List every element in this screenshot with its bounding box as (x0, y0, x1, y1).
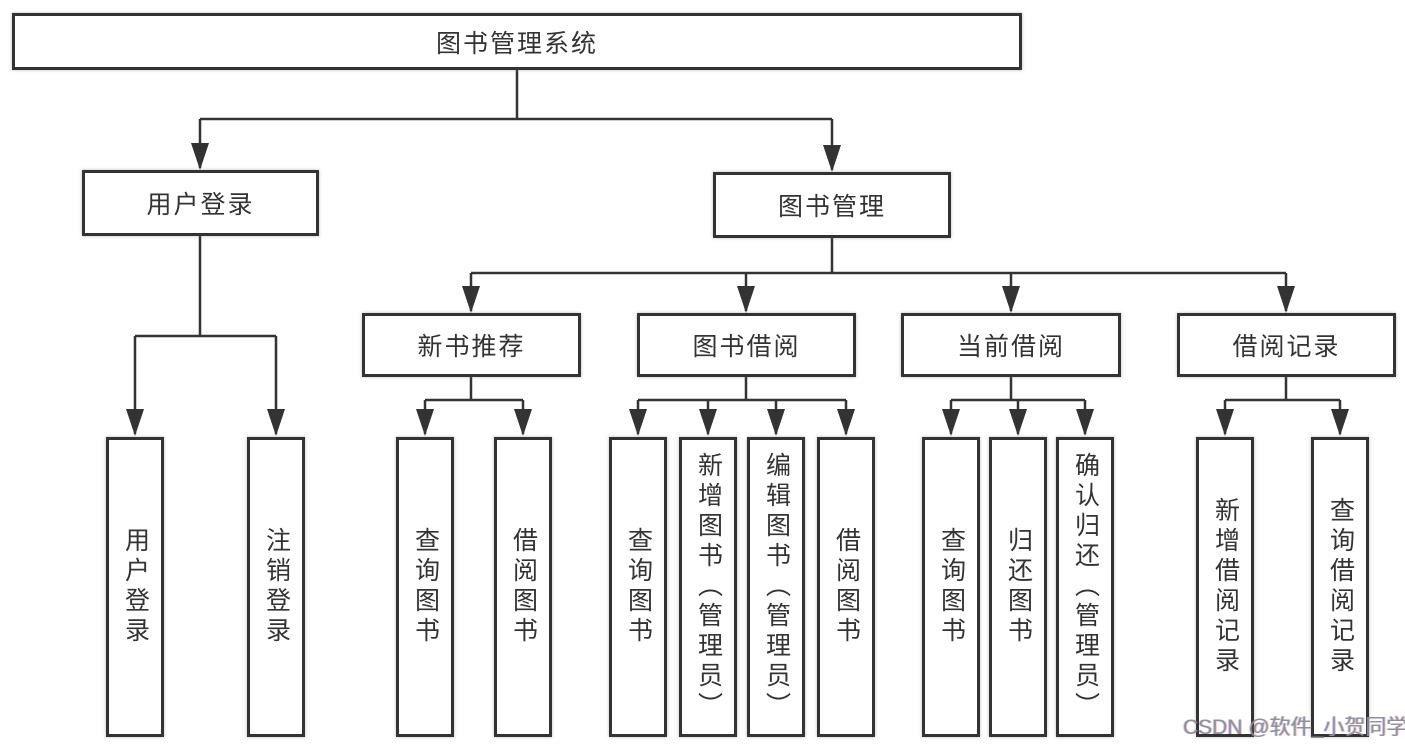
node-label: 图书管理 (777, 193, 886, 221)
node-label: 确认归还（管理员） (1071, 452, 1100, 722)
node-label: 新增图书（管理员） (694, 452, 723, 722)
node-book-borrow: 图书借阅 (637, 313, 856, 377)
leaf-logout: 注销登录 (247, 437, 305, 737)
leaf-borrow-book: 借阅图书 (817, 437, 875, 737)
leaf-add-borrow-record: 新增借阅记录 (1196, 437, 1254, 737)
node-label: 查询图书 (624, 527, 653, 647)
arrowheads (126, 143, 1349, 436)
node-borrow-records: 借阅记录 (1177, 313, 1396, 377)
node-label: 图书借阅 (692, 333, 801, 361)
node-book-management: 图书管理 (713, 172, 951, 238)
leaf-query-book-borrow: 查询图书 (609, 437, 667, 737)
node-label: 新书推荐 (417, 333, 526, 361)
leaf-query-book-current: 查询图书 (922, 437, 980, 737)
leaf-query-book-recommend: 查询图书 (396, 437, 454, 737)
csdn-watermark: CSDN @软件_小贺同学 (1183, 716, 1405, 739)
node-label: 当前借阅 (956, 333, 1065, 361)
node-current-borrow: 当前借阅 (901, 313, 1121, 377)
leaf-query-borrow-record: 查询借阅记录 (1311, 437, 1369, 737)
leaf-borrow-book-recommend: 借阅图书 (494, 437, 552, 737)
leaf-add-book-admin: 新增图书（管理员） (679, 437, 737, 737)
node-label: 查询借阅记录 (1326, 497, 1355, 677)
node-label: 编辑图书（管理员） (762, 452, 791, 722)
node-label: 用户登录 (121, 527, 150, 647)
node-label: 新增借阅记录 (1211, 497, 1240, 677)
node-label: 借阅图书 (509, 527, 538, 647)
node-label: 用户登录 (146, 191, 255, 219)
leaf-edit-book-admin: 编辑图书（管理员） (747, 437, 805, 737)
node-new-book-recommend: 新书推荐 (362, 313, 581, 377)
node-user-login: 用户登录 (82, 170, 319, 236)
node-label: 图书管理系统 (435, 29, 598, 58)
leaf-return-book: 归还图书 (989, 437, 1047, 737)
node-label: 查询图书 (411, 527, 440, 647)
node-label: 借阅图书 (832, 527, 861, 647)
node-label: 注销登录 (262, 527, 291, 647)
node-label: 借阅记录 (1232, 333, 1341, 361)
node-label: 归还图书 (1004, 527, 1033, 647)
leaf-user-login: 用户登录 (106, 437, 164, 737)
node-label: 查询图书 (937, 527, 966, 647)
node-library-system: 图书管理系统 (12, 13, 1022, 70)
leaf-confirm-return-admin: 确认归还（管理员） (1056, 437, 1114, 737)
